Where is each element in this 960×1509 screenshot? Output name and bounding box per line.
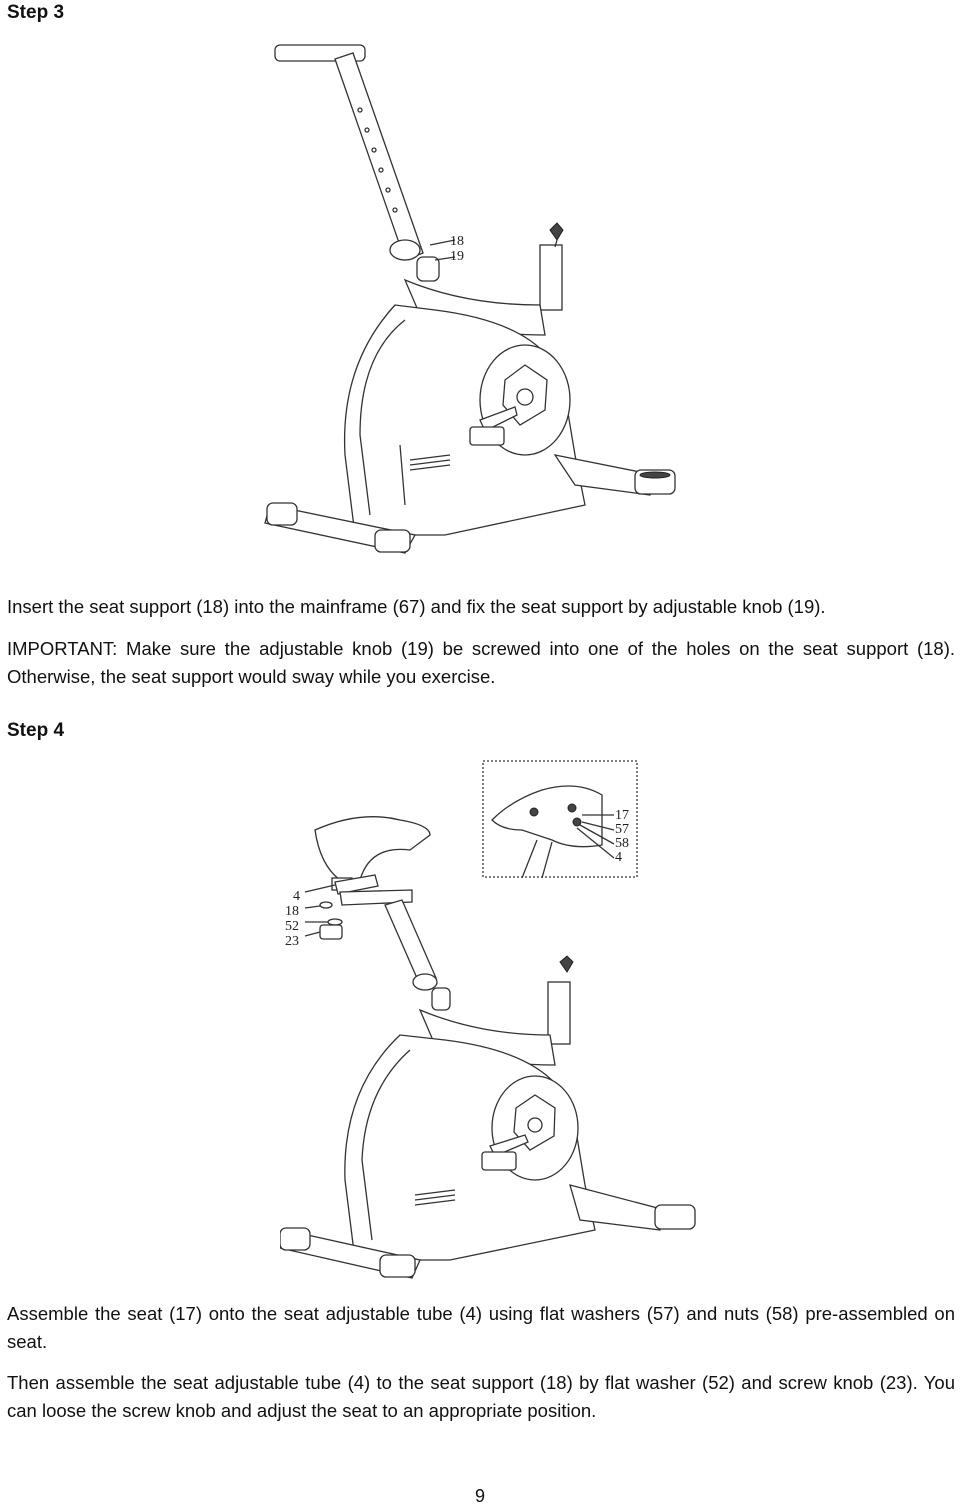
page-number: 9 [474, 1486, 485, 1506]
step4-callout-52: 52 [285, 919, 299, 934]
step3-heading: Step 3 [7, 2, 65, 23]
step3-important-note: IMPORTANT: Make sure the adjustable knob… [7, 638, 955, 687]
step3-callout-19: 19 [450, 249, 464, 264]
step4-tube-instruction: Then assemble the seat adjustable tube (… [7, 1372, 955, 1421]
step4-seat-inset: 17 57 58 4 [482, 760, 638, 878]
step4-bike-illustration: 4 18 52 23 [280, 816, 696, 1279]
step4-callout-18: 18 [285, 904, 299, 919]
step4-heading: Step 4 [7, 720, 65, 741]
step4-inset-callout-17: 17 [615, 808, 629, 823]
step3-bike-illustration: 18 19 [264, 44, 676, 554]
step4-inset-callout-57: 57 [615, 822, 629, 837]
step4-inset-callout-58: 58 [615, 836, 629, 851]
step4-callout-4: 4 [293, 889, 300, 904]
step3-callout-18: 18 [450, 234, 464, 249]
step3-instruction: Insert the seat support (18) into the ma… [7, 596, 826, 617]
step4-callout-23: 23 [285, 934, 299, 949]
step4-seat-instruction: Assemble the seat (17) onto the seat adj… [7, 1303, 955, 1352]
step4-inset-callout-4: 4 [615, 850, 622, 865]
